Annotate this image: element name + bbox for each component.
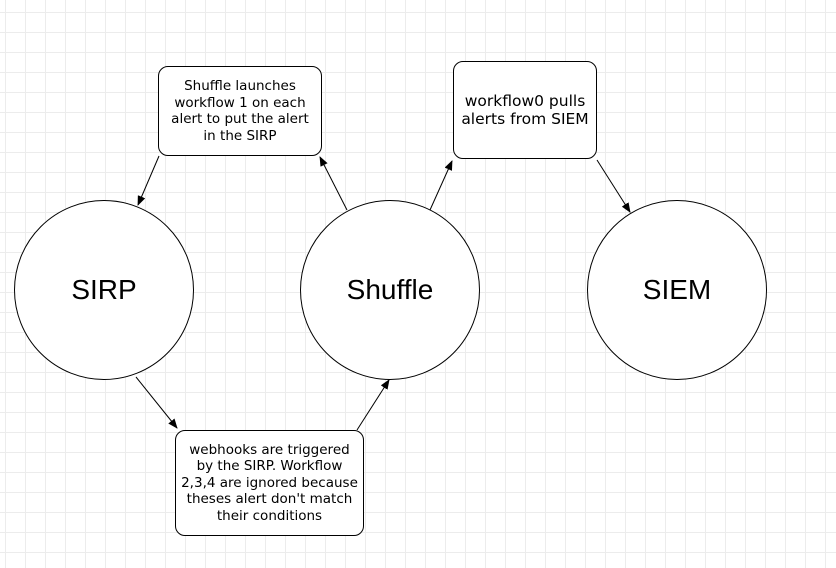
webhooks-note[interactable]: webhooks are triggered by the SIRP. Work… <box>175 430 364 536</box>
shuffle-label: Shuffle <box>346 274 434 305</box>
workflow0-note-text: workflow0 pulls alerts from SIEM <box>461 91 589 129</box>
shuffle-node[interactable]: Shuffle <box>300 200 480 380</box>
edge-sirp-to-note-webhooks <box>135 376 178 429</box>
edge-note-launch-to-sirp <box>137 155 160 206</box>
sirp-node[interactable]: SIRP <box>14 200 194 380</box>
workflow1-note-text: Shuffle launches workflow 1 on each aler… <box>171 78 309 144</box>
edge-note-pulls-to-siem <box>596 159 631 213</box>
siem-node[interactable]: SIEM <box>587 200 767 380</box>
webhooks-note-text: webhooks are triggered by the SIRP. Work… <box>181 441 358 524</box>
siem-label: SIEM <box>642 274 712 305</box>
sirp-label: SIRP <box>71 274 137 305</box>
workflow1-note[interactable]: Shuffle launches workflow 1 on each aler… <box>158 66 322 156</box>
workflow0-note[interactable]: workflow0 pulls alerts from SIEM <box>453 61 597 159</box>
edge-shuffle-to-note-pulls <box>429 160 453 211</box>
edge-note-webhooks-to-shuffle <box>356 379 390 431</box>
edge-shuffle-to-note-launch <box>319 156 348 211</box>
